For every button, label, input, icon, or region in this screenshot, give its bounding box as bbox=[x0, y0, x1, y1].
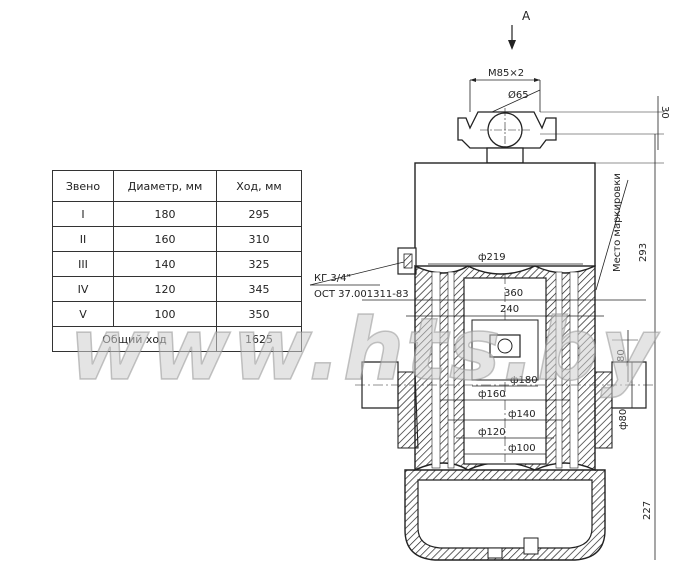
dim-293-label: 293 bbox=[638, 243, 649, 262]
d120-label: ф120 bbox=[478, 427, 506, 438]
cell-stroke: 325 bbox=[216, 251, 302, 277]
dim-360-label: 360 bbox=[504, 288, 523, 299]
dim-80-side-label: ф80 bbox=[618, 409, 629, 430]
d160-label: ф160 bbox=[478, 389, 506, 400]
total-label: Общий ход bbox=[52, 326, 217, 352]
marking-place-label: Место маркировки bbox=[612, 173, 623, 272]
table-row: IV 120 345 bbox=[52, 276, 302, 302]
telescopic-section bbox=[414, 264, 596, 472]
cell-diameter: 160 bbox=[113, 226, 217, 252]
table-row: II 160 310 bbox=[52, 226, 302, 252]
eye-diameter-label: Ø65 bbox=[508, 89, 529, 101]
cell-diameter: 180 bbox=[113, 201, 217, 227]
right-dimensions: 30 293 227 80 ф80 bbox=[540, 96, 670, 560]
cell-stage: I bbox=[52, 201, 114, 227]
body-diameter-label: ф219 bbox=[478, 252, 506, 263]
cell-stroke: 345 bbox=[216, 276, 302, 302]
trunnion-bosses bbox=[355, 361, 655, 449]
top-eye-mount: М85×2 Ø65 bbox=[457, 68, 557, 164]
cylinder-upper-body bbox=[414, 162, 596, 267]
inner-diameters: ф180 ф160 ф140 ф120 ф100 bbox=[440, 375, 570, 455]
cell-stroke: 310 bbox=[216, 226, 302, 252]
cell-stroke: 350 bbox=[216, 301, 302, 327]
table-total-row: Общий ход 1625 bbox=[52, 326, 302, 352]
dim-80-top-label: 80 bbox=[616, 349, 627, 362]
header-diameter: Диаметр, мм bbox=[113, 170, 217, 202]
marking-place: Место маркировки bbox=[595, 173, 629, 291]
total-value: 1625 bbox=[216, 326, 302, 352]
dim-30-label: 30 bbox=[659, 106, 670, 119]
cell-stroke: 295 bbox=[216, 201, 302, 227]
cell-stage: III bbox=[52, 251, 114, 277]
cell-diameter: 120 bbox=[113, 276, 217, 302]
bottom-cup bbox=[404, 469, 606, 561]
port-fitting: КГ 3/4" ОСТ 37.001311-83 bbox=[309, 247, 417, 300]
cell-stage: II bbox=[52, 226, 114, 252]
table-row: I 180 295 bbox=[52, 201, 302, 227]
table-row: V 100 350 bbox=[52, 301, 302, 327]
dim-227-label: 227 bbox=[642, 501, 653, 520]
stroke-table: Звено Диаметр, мм Ход, мм I 180 295 II 1… bbox=[52, 170, 302, 352]
cell-diameter: 140 bbox=[113, 251, 217, 277]
cell-stage: IV bbox=[52, 276, 114, 302]
port-standard-label: ОСТ 37.001311-83 bbox=[314, 289, 409, 300]
d180-label: ф180 bbox=[510, 375, 538, 386]
dim-240-label: 240 bbox=[500, 304, 519, 315]
header-stroke: Ход, мм bbox=[216, 170, 302, 202]
cell-stage: V bbox=[52, 301, 114, 327]
table-row: III 140 325 bbox=[52, 251, 302, 277]
header-stage: Звено bbox=[52, 170, 114, 202]
view-label: А bbox=[522, 9, 531, 23]
view-arrow-a: А bbox=[508, 9, 531, 50]
cell-diameter: 100 bbox=[113, 301, 217, 327]
table-header-row: Звено Диаметр, мм Ход, мм bbox=[52, 170, 302, 202]
port-thread-label: КГ 3/4" bbox=[314, 273, 351, 284]
d100-label: ф100 bbox=[508, 443, 536, 454]
d140-label: ф140 bbox=[508, 409, 536, 420]
thread-label: М85×2 bbox=[488, 68, 524, 79]
